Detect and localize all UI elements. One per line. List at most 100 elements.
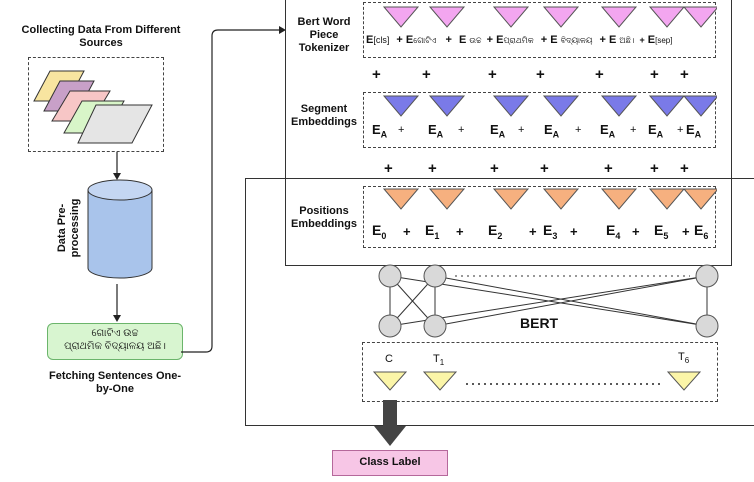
output-triangle-C [372,371,408,391]
connector-to-tokenizer [181,26,286,353]
source-sheet-grey [77,104,153,144]
position-plus: + [456,224,464,239]
segment-embedding-3: EA [544,122,560,140]
segment-embedding-0: EA [372,122,388,140]
network-edge [434,275,708,327]
segment-triangle-1 [428,95,466,117]
position-row-box [363,186,716,248]
output-row-box [362,342,718,402]
tokenizer-row-box [363,2,716,58]
tok-plus: + [396,34,403,46]
plus-sign: + [650,160,659,177]
segment-plus: + [398,124,405,136]
network-node [378,314,402,338]
bert-network [378,264,719,338]
data-sources-stack [33,70,153,144]
tok-E-t4: E ବିଦ୍ୟାଳୟ [550,34,593,46]
bert-frame [245,178,754,426]
position-embedding-1: E1 [425,222,440,241]
class-label-box: Class Label [332,450,448,476]
segment-embedding-1: EA [428,122,444,140]
segment-embedding-4: EA [600,122,616,140]
output-label-C: C [385,353,393,365]
network-node [423,264,447,288]
segment-plus: + [518,124,525,136]
segment-triangle-5 [648,95,686,117]
position-embedding-4: E4 [606,222,621,241]
tok-plus: + [486,34,494,46]
plus-sign: + [488,66,497,83]
segment-plus: + [677,124,684,136]
segment-triangle-4 [600,95,638,117]
plus-sign: + [490,160,499,177]
network-node [423,314,447,338]
network-node [378,264,402,288]
position-triangle-4 [600,188,638,210]
position-triangle-5 [648,188,686,210]
tokenizer-triangles [382,6,717,28]
tok-E-t1: Eଗୋଟିଏ [405,34,437,46]
plus-sign: + [536,66,545,83]
output-triangle-T1 [422,371,458,391]
position-plus: + [570,224,578,239]
tokenizer-triangle-4 [600,6,638,28]
arrow-to-sentence [113,284,121,322]
plus-sign: + [384,160,393,177]
tok-E-cls: E[cls] [366,34,390,46]
tokenizer-triangle-5 [648,6,686,28]
tokenizer-triangle-2 [492,6,530,28]
position-triangle-0 [382,188,420,210]
plus-sign: + [650,66,659,83]
sentence-line-1: ଗୋଟିଏ ଉଚ୍ଚ [91,328,139,339]
data-sources-box [28,57,164,152]
tok-plus: + [599,34,606,46]
output-label-T1: T1 [433,353,445,368]
position-embedding-6: E6 [694,222,709,241]
position-triangle-6 [682,188,717,210]
position-triangle-3 [542,188,580,210]
database-cylinder [87,179,153,279]
segment-triangle-0 [382,95,420,117]
fetch-label: Fetching Sentences One-by-One [48,370,182,395]
position-embedding-5: E5 [654,222,669,241]
segment-triangles [382,95,717,117]
tokenizer-triangle-6 [682,6,717,28]
segment-plus: + [630,124,637,136]
position-plus: + [529,224,537,239]
segment-embedding-5: EA [648,122,664,140]
plus-sign: + [595,66,604,83]
plus-sign: + [428,160,437,177]
output-triangles [372,371,702,391]
tok-E-sep: E[sep] [647,34,673,46]
segment-triangle-2 [492,95,530,117]
network-node [695,264,719,288]
network-node [695,314,719,338]
position-label: Positions Embeddings [290,205,357,230]
segment-embedding-2: EA [490,122,506,140]
position-triangle-2 [492,188,530,210]
tok-plus: + [445,34,452,46]
tok-E-t2: E ଉଚ୍ଚ [458,34,482,46]
segment-triangle-6 [682,95,717,117]
output-label-T6: T6 [678,351,690,366]
segment-embedding-6: EA [686,122,702,140]
segment-label: Segment Embeddings [290,103,357,128]
tok-E-t3: Eପ୍ରାଥମିକ [496,34,534,46]
tokenizer-label: Bert Word Piece Tokenizer [297,16,351,54]
arrow-to-database [113,152,121,180]
position-embedding-3: E3 [543,222,558,241]
segment-plus: + [575,124,582,136]
tokenizer-tokens: E[cls] + Eଗୋଟିଏ + E ଉଚ୍ଚ + Eପ୍ରାଥମିକ + E… [366,34,672,46]
output-triangle-T6 [666,371,702,391]
position-plus: + [403,224,411,239]
embedding-panel [285,0,732,266]
arrow-to-class-label [374,400,406,446]
sentence-box: ଗୋଟିଏ ଉଚ୍ଚ ପ୍ରାଥମିକ ବିଦ୍ୟାଳୟ ଅଛି। [47,323,183,360]
bert-label: BERT [520,315,559,331]
plus-sign: + [422,66,431,83]
plus-row-1: + + + + + + + [0,66,754,84]
plus-sign: + [680,66,689,83]
plus-sign: + [372,66,381,83]
